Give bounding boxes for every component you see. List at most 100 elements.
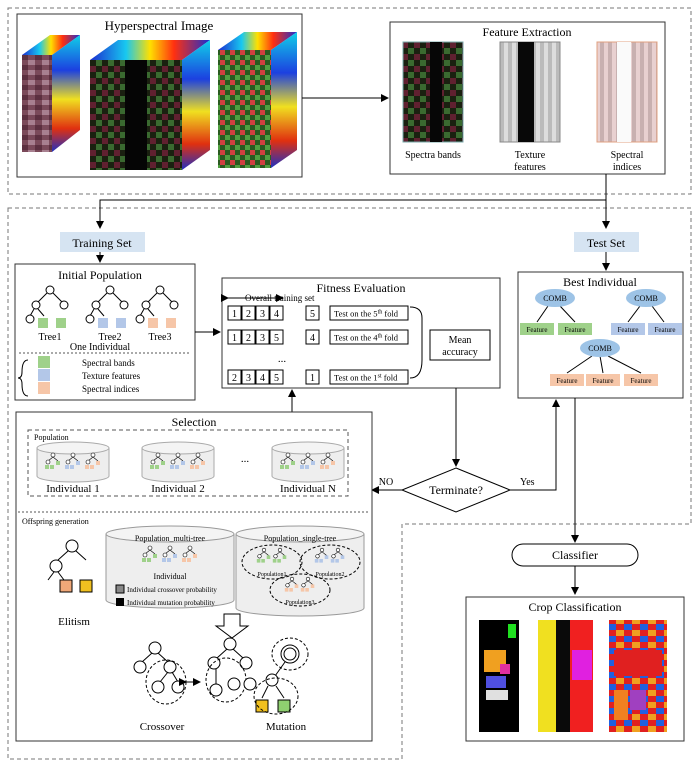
fold-cell-value: 1 <box>232 333 237 344</box>
crop-classification-panel: Crop Classification <box>465 596 685 742</box>
population-label: Population <box>34 433 69 442</box>
crop-map-2 <box>538 620 593 732</box>
crop-map-3 <box>609 620 667 732</box>
legend-texture: Texture features <box>82 371 141 381</box>
mean-accuracy-box <box>429 329 491 361</box>
individual-cylinder <box>36 441 110 483</box>
down-arrow-icon <box>214 613 250 639</box>
feature-label: Feature <box>631 377 652 385</box>
initial-population-title: Initial Population <box>58 268 142 282</box>
fold-cell-value: 2 <box>246 333 251 344</box>
texture-features-image <box>499 41 561 143</box>
arrow-yes <box>510 399 560 491</box>
no-label: NO <box>379 477 393 488</box>
fold-cell-value: 2 <box>246 309 251 320</box>
selection-panel: Selection Population Individual 1 Indivi… <box>15 411 373 742</box>
fold-cell <box>255 329 270 345</box>
mutation-prob-label: Individual mutation probability <box>127 599 215 607</box>
terminate-label: Terminate? <box>429 483 483 497</box>
test-fold-label: Test on the 1st fold <box>334 373 398 383</box>
test-fold-label-box <box>329 369 409 385</box>
feature-label: Feature <box>557 377 578 385</box>
legend-spectral: Spectral bands <box>82 358 135 368</box>
legend-swatch-texture <box>38 369 50 381</box>
individual-label: Individual <box>154 572 188 581</box>
individual-cylinder <box>141 441 215 483</box>
test-fold-cell <box>305 329 320 345</box>
feature-label: Feature <box>593 377 614 385</box>
fold-cell-value: 5 <box>274 373 279 384</box>
spectral-indices-image <box>596 41 658 143</box>
fold-cell <box>241 305 256 321</box>
sub-pop-3: Population3 <box>285 600 314 606</box>
spectra-bands-image <box>402 41 464 143</box>
tree2-graphic <box>85 285 129 328</box>
crossover-prob-label: Individual crossover probability <box>127 586 217 594</box>
yes-label: Yes <box>520 477 535 488</box>
multi-tree-label: Population_multi-tree <box>135 534 206 543</box>
comb-label: COMB <box>634 294 658 303</box>
fold-cell-value: 5 <box>274 333 279 344</box>
feature-extraction-panel: Feature Extraction Spectra bands Texture… <box>389 21 666 175</box>
comb-node-2: COMB <box>626 289 666 307</box>
hyperspectral-cube-1 <box>22 35 80 152</box>
sub-pop-1: Population1 <box>257 572 286 578</box>
caption-indices-line2: indices <box>613 162 641 173</box>
mutation-label: Mutation <box>266 721 307 733</box>
bottom-region <box>7 207 692 760</box>
mean-accuracy-line1: Mean <box>449 335 472 346</box>
fold-cell <box>241 369 256 385</box>
fold-cell-value: 1 <box>232 309 237 320</box>
comb-label: COMB <box>543 294 567 303</box>
elitism-label: Elitism <box>58 616 90 628</box>
training-set-label: Training Set <box>72 236 132 250</box>
fold-cell <box>269 369 284 385</box>
test-fold-cell <box>305 305 320 321</box>
test-fold-label: Test on the 5th fold <box>334 309 399 319</box>
arrow-to-training-set <box>96 174 607 229</box>
test-fold-value: 1 <box>310 373 315 384</box>
test-set-label: Test Set <box>587 236 626 250</box>
terminate-decision <box>400 467 512 513</box>
population-box <box>27 429 349 497</box>
population-dots: ... <box>241 453 250 465</box>
crop-map-1 <box>479 620 519 732</box>
fold-cell <box>227 329 242 345</box>
one-individual-label: One Individual <box>70 342 130 353</box>
training-set-box <box>60 232 145 252</box>
fold-cell-value: 3 <box>260 333 265 344</box>
fold-cell <box>269 329 284 345</box>
feature-node: Feature <box>648 323 682 335</box>
fold-cell <box>269 305 284 321</box>
hyperspectral-image-panel: Hyperspectral Image <box>16 13 303 178</box>
fold-cell <box>241 329 256 345</box>
caption-texture-line1: Texture <box>515 150 546 161</box>
tree3-label: Tree3 <box>149 332 172 343</box>
feature-node: Feature <box>624 374 658 386</box>
test-fold-label-box <box>329 329 409 345</box>
test-set-box <box>574 232 639 252</box>
fold-cell-value: 3 <box>246 373 251 384</box>
comb-node-1: COMB <box>535 289 575 307</box>
hyperspectral-cube-2 <box>90 40 210 170</box>
tree1-label: Tree1 <box>39 332 62 343</box>
individual-2-label: Individual 2 <box>151 483 204 495</box>
comb-label: COMB <box>588 344 612 353</box>
test-fold-label-box <box>329 305 409 321</box>
legend-swatch-indices <box>38 382 50 394</box>
hyperspectral-title: Hyperspectral Image <box>105 18 214 33</box>
sub-pop-2: Population2 <box>315 572 344 578</box>
feature-node: Feature <box>550 374 584 386</box>
hyperspectral-cube-3 <box>218 32 297 168</box>
individual-n-label: Individual N <box>280 483 336 495</box>
feature-label: Feature <box>655 326 676 334</box>
individual-1-label: Individual 1 <box>46 483 99 495</box>
feature-extraction-title: Feature Extraction <box>483 25 572 39</box>
caption-texture-line2: features <box>514 162 546 173</box>
test-fold-value: 5 <box>310 309 315 320</box>
selection-title: Selection <box>172 415 217 429</box>
